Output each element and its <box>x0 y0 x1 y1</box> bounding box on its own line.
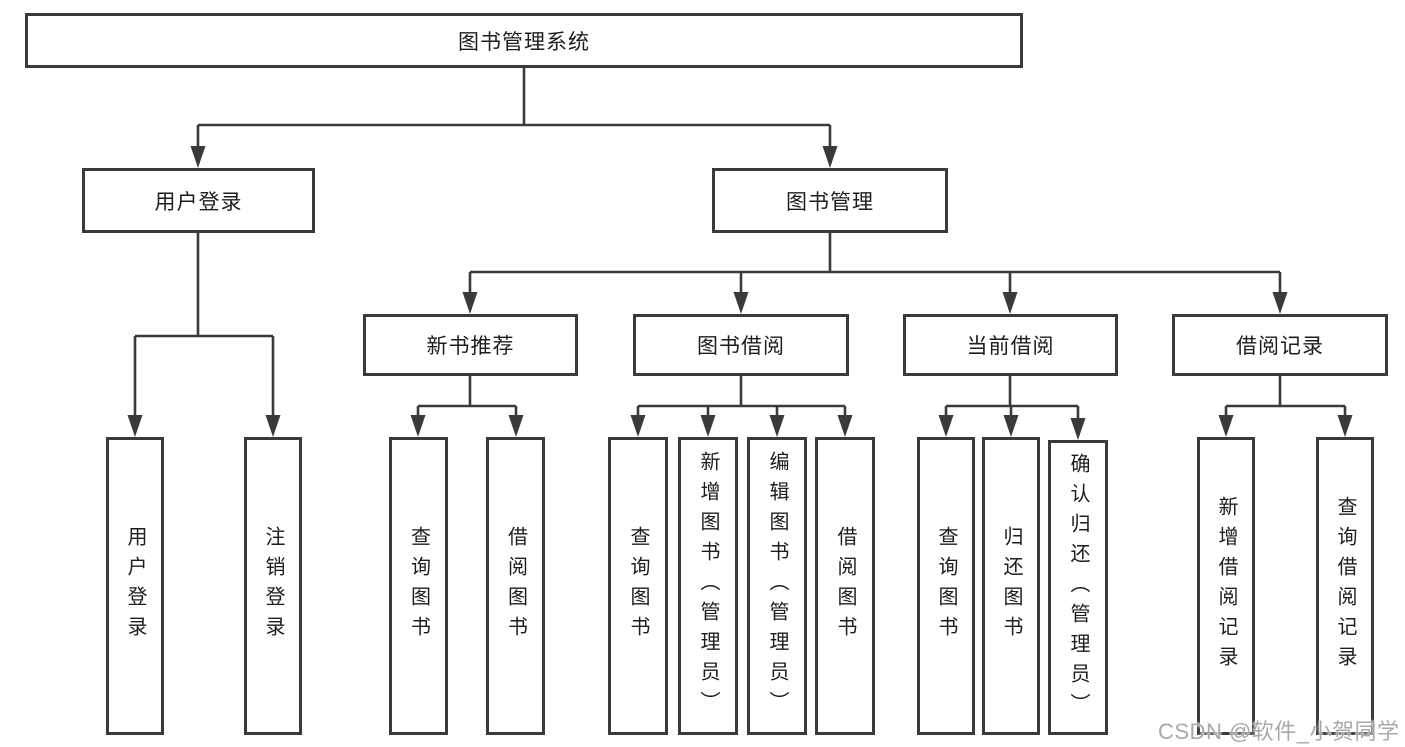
node-book-borrow: 图书借阅 <box>633 314 849 376</box>
node-borrow-records: 借阅记录 <box>1172 314 1388 376</box>
leaf-edit-book-admin: 编辑图书（管理员） <box>747 437 807 735</box>
node-book-management: 图书管理 <box>712 168 948 233</box>
connector-new-book-recommend <box>410 376 524 437</box>
connector-book-borrow <box>630 376 853 437</box>
leaf-borrow-books-2: 借阅图书 <box>815 437 875 735</box>
leaf-confirm-return-admin: 确认归还（管理员） <box>1048 440 1108 735</box>
node-root: 图书管理系统 <box>25 13 1023 68</box>
leaf-query-books-2: 查询图书 <box>608 437 668 735</box>
leaf-query-books-1: 查询图书 <box>389 437 448 735</box>
leaf-return-books: 归还图书 <box>982 437 1040 735</box>
leaf-add-borrow-record: 新增借阅记录 <box>1197 437 1255 735</box>
leaf-borrow-books-1: 借阅图书 <box>486 437 545 735</box>
node-current-borrow: 当前借阅 <box>903 314 1118 376</box>
node-user-login: 用户登录 <box>82 168 315 233</box>
connector-book-management <box>462 233 1288 314</box>
leaf-add-book-admin: 新增图书（管理员） <box>678 437 738 735</box>
csdn-watermark: CSDN @软件_小贺同学 <box>1158 719 1400 744</box>
connector-user-login <box>127 233 281 437</box>
leaf-query-books-3: 查询图书 <box>917 437 975 735</box>
node-new-book-recommend: 新书推荐 <box>363 314 578 376</box>
leaf-query-borrow-record: 查询借阅记录 <box>1316 437 1374 735</box>
leaf-logout-login: 注销登录 <box>244 437 302 735</box>
connector-current-borrow <box>938 376 1086 440</box>
leaf-user-login: 用户登录 <box>106 437 164 735</box>
connector-borrow-records <box>1218 376 1353 437</box>
connector-root <box>190 68 838 168</box>
